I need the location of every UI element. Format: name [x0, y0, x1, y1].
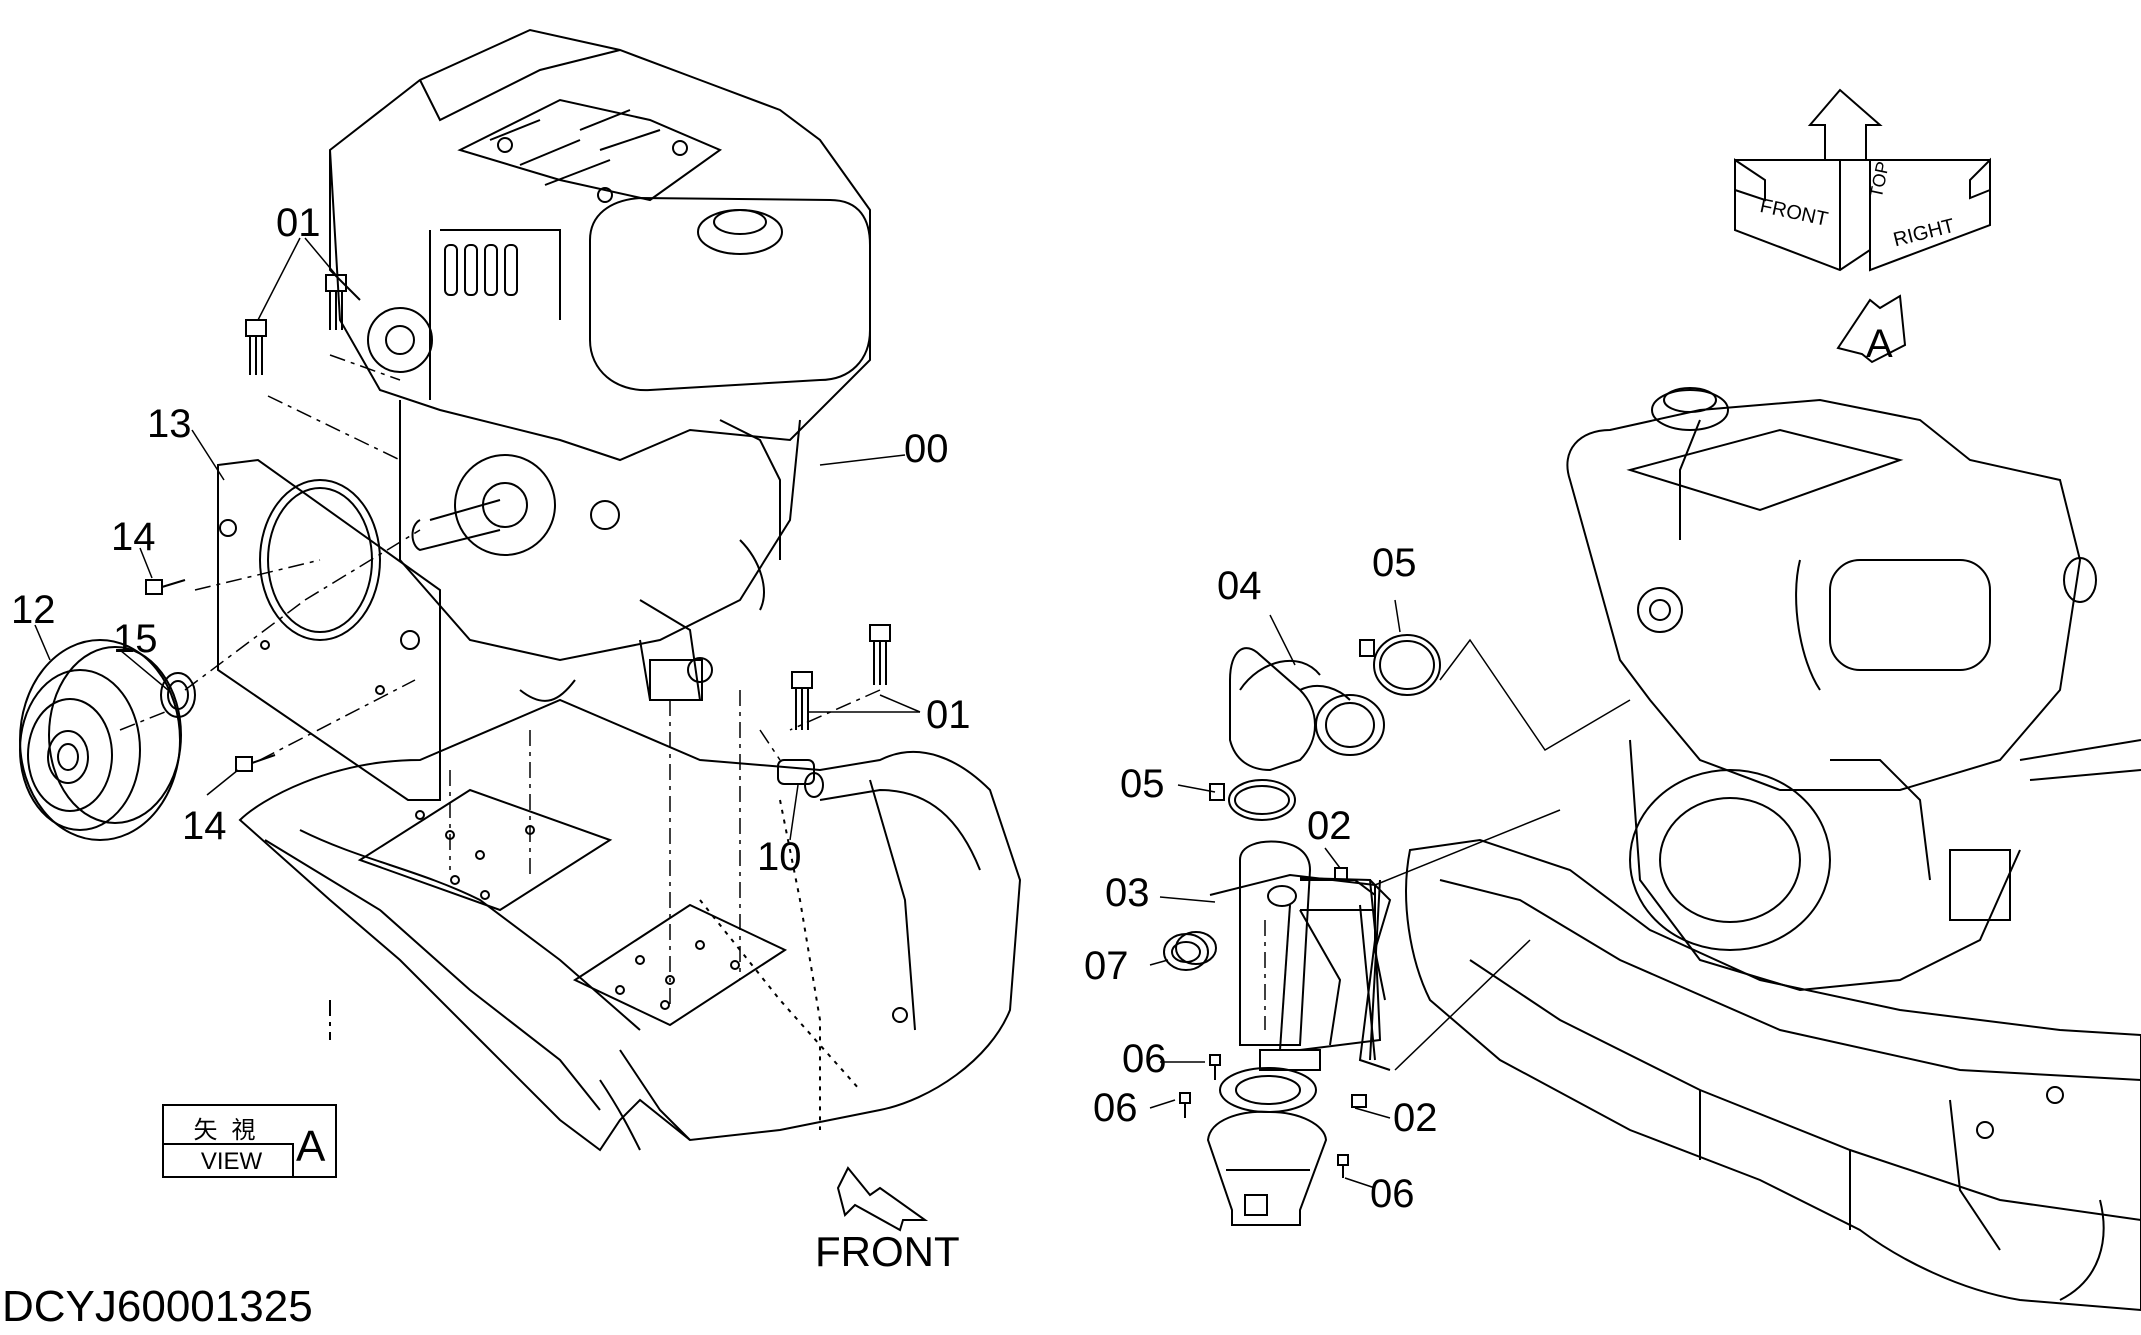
callout-06-b: 06: [1093, 1086, 1138, 1130]
callout-04: 04: [1217, 564, 1262, 608]
clamp-05-top: [1359, 634, 1441, 696]
callout-15: 15: [113, 617, 158, 661]
callout-14-top: 14: [111, 515, 156, 559]
grommet-07: [1163, 931, 1217, 971]
callout-06-a: 06: [1122, 1037, 1167, 1081]
clamp-05-left: [1209, 779, 1296, 821]
collar-15: [160, 672, 196, 718]
plate-13: [217, 458, 441, 801]
view-english-label: VIEW: [200, 1148, 263, 1175]
bolts-right: [1179, 867, 1367, 1178]
callout-06-c: 06: [1370, 1172, 1415, 1216]
callout-12: 12: [11, 588, 56, 632]
view-letter: A: [296, 1122, 326, 1171]
view-japanese-label: 矢視: [193, 1116, 270, 1144]
view-box-divider: [164, 1143, 292, 1145]
callout-02-bottom: 02: [1393, 1096, 1438, 1140]
frame-left: [238, 679, 1022, 1152]
callout-10: 10: [757, 835, 802, 879]
view-a-box: 矢視 VIEW A: [162, 1104, 337, 1178]
document-id: DCYJ60001325: [2, 1282, 313, 1331]
callout-13: 13: [147, 402, 192, 446]
view-box-vline: [292, 1143, 294, 1178]
callout-01-top: 01: [276, 201, 321, 245]
callout-05-top: 05: [1372, 541, 1417, 585]
callout-02-top: 02: [1307, 804, 1352, 848]
callout-01-right: 01: [926, 693, 971, 737]
pulley-12: [19, 639, 182, 841]
frame-right: [1405, 739, 2141, 1312]
orientation-cube: [1734, 88, 1991, 272]
callout-07: 07: [1084, 944, 1129, 988]
callout-00: 00: [904, 427, 949, 471]
callout-14-bottom: 14: [182, 804, 227, 848]
engine-right: [1566, 387, 2097, 992]
front-arrow: [836, 1166, 929, 1232]
view-arrow-letter: A: [1866, 322, 1893, 366]
leaders-left: [34, 237, 921, 1010]
air-cleaner-03: [1206, 840, 1382, 1226]
cube-front-text: FRONT: [1758, 195, 1830, 231]
leaders-right: [1149, 599, 1631, 1189]
cube-right-text: RIGHT: [1891, 215, 1957, 251]
view-a-arrow: [1836, 294, 1907, 364]
callout-05-left: 05: [1120, 762, 1165, 806]
hose-04: [1229, 647, 1385, 772]
callout-03: 03: [1105, 871, 1150, 915]
front-label: FRONT: [815, 1228, 960, 1275]
engine-left: [328, 28, 871, 701]
